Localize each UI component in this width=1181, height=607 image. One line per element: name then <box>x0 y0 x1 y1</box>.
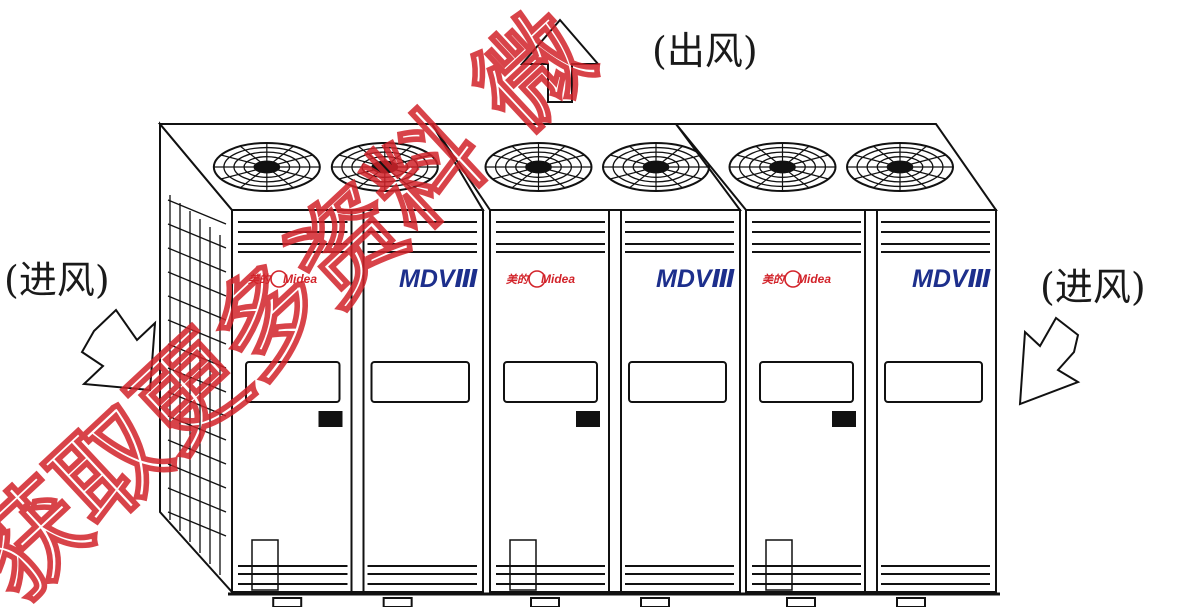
outdoor-unit-modules: 美的 Midea MDVⅢ 美的 Midea MDVⅢ 美的 Midea MDVⅢ <box>160 124 1000 607</box>
status-indicator <box>577 412 599 426</box>
fan-guard-icon <box>214 143 320 191</box>
air-in-left-label: (进风) <box>4 258 110 302</box>
fan-guard-icon <box>332 143 438 191</box>
brand-en-text: Midea <box>797 272 831 286</box>
outdoor-unit-module: 美的 Midea MDVⅢ <box>432 124 744 607</box>
access-panel <box>246 362 340 402</box>
air-out-arrow-icon <box>522 20 598 102</box>
air-in-right-arrow-icon <box>1020 318 1078 404</box>
service-port <box>510 540 536 590</box>
service-port <box>252 540 278 590</box>
midea-logo-icon <box>271 271 287 287</box>
airflow-arrows <box>82 20 1078 404</box>
air-out-label: (出风) <box>652 29 758 73</box>
service-port <box>766 540 792 590</box>
outdoor-unit-module: 美的 Midea MDVⅢ <box>160 124 487 607</box>
air-in-left-arrow-icon <box>82 310 155 390</box>
model-label: MDVⅢ <box>656 265 736 293</box>
unit-base <box>486 594 744 607</box>
fan-guard-icon <box>603 143 709 191</box>
model-label: MDVⅢ <box>912 265 992 293</box>
brand-logo: 美的 Midea <box>248 271 317 287</box>
unit-base <box>742 594 1000 607</box>
model-label: MDVⅢ <box>399 265 479 293</box>
brand-cn-text: 美的 <box>506 273 530 286</box>
unit-base <box>228 594 487 607</box>
access-panel <box>760 362 853 402</box>
access-panel <box>504 362 597 402</box>
outdoor-unit-module: 美的 Midea MDVⅢ <box>676 124 1000 607</box>
midea-logo-icon <box>785 271 801 287</box>
brand-cn-text: 美的 <box>248 273 272 286</box>
status-indicator <box>320 412 342 426</box>
status-indicator <box>833 412 855 426</box>
brand-logo: 美的 Midea <box>506 271 575 287</box>
access-panel <box>885 362 982 402</box>
access-panel <box>629 362 726 402</box>
air-in-right-label: (进风) <box>1040 265 1146 309</box>
fan-guard-icon <box>730 143 836 191</box>
fan-guard-icon <box>847 143 953 191</box>
midea-logo-icon <box>529 271 545 287</box>
brand-en-text: Midea <box>283 272 317 286</box>
brand-cn-text: 美的 <box>762 273 786 286</box>
access-panel <box>372 362 470 402</box>
side-coil-grille <box>160 124 232 592</box>
brand-en-text: Midea <box>541 272 575 286</box>
brand-logo: 美的 Midea <box>762 271 831 287</box>
fan-guard-icon <box>486 143 592 191</box>
